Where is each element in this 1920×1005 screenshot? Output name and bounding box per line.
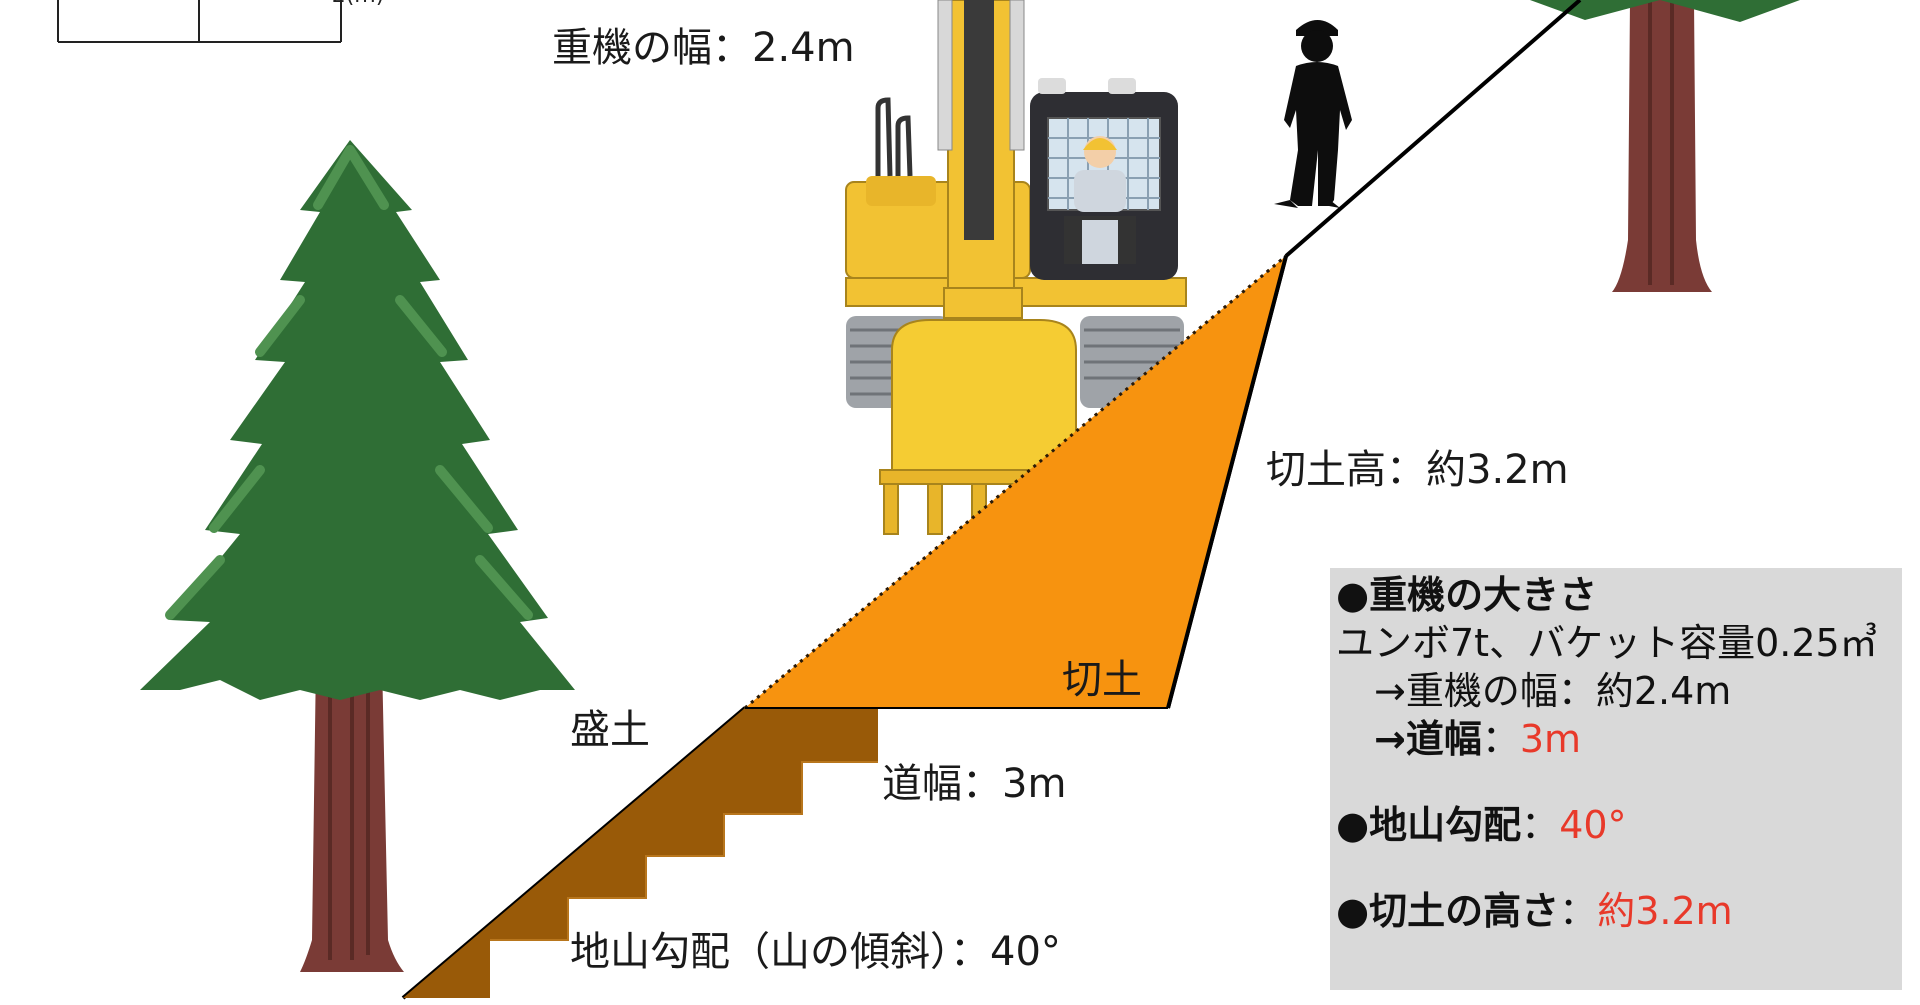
ground-line-upper <box>1284 0 1582 258</box>
info-spacer <box>1336 854 1902 892</box>
info-slope-sep: ： <box>1521 803 1560 847</box>
cut-face-line-overlay <box>1166 255 1288 709</box>
original-ground-dotted-overlay <box>744 254 1287 710</box>
fill-label: 盛土 <box>570 707 650 753</box>
operator-icon <box>1064 136 1136 264</box>
fill-steps-highlight <box>490 761 878 941</box>
info-spacer <box>1336 768 1902 806</box>
info-cut-height-value: 約3.2m <box>1597 889 1733 933</box>
scale-tick-0: 0 <box>51 0 65 4</box>
info-road-width: →道幅：3m <box>1336 720 1902 768</box>
cedar-tree-icon <box>140 140 575 972</box>
info-machine-width-value: 約2.4m <box>1595 669 1732 713</box>
excavator-icon <box>845 0 1187 535</box>
info-slope-label: ●地山勾配 <box>1336 803 1522 847</box>
info-road-width-sep: ： <box>1481 717 1520 761</box>
cedar-tree-icon <box>1530 0 1800 292</box>
info-machine-spec: ユンボ7t、バケット容量0.25㎥ <box>1336 621 1878 665</box>
info-cut-height-sep: ： <box>1559 889 1598 933</box>
info-cut-height: ●切土の高さ：約3.2m <box>1336 892 1902 940</box>
scale-bar <box>57 0 342 43</box>
info-heading-machine: ●重機の大きさ <box>1336 573 1598 617</box>
cut-height-label: 切土高：約3.2m <box>1266 447 1569 493</box>
info-machine-width-label: →重機の幅： <box>1374 669 1596 713</box>
worker-silhouette-icon <box>1274 20 1352 208</box>
road-width-label: 道幅：3m <box>882 761 1067 807</box>
machine-width-label: 重機の幅：2.4m <box>552 25 855 71</box>
fill-soil-area <box>403 708 878 998</box>
slope-label: 地山勾配（山の傾斜）：40° <box>570 929 1061 975</box>
info-road-width-value: 3m <box>1519 717 1582 761</box>
info-machine-width: →重機の幅：約2.4m <box>1336 672 1902 720</box>
info-cut-height-label: ●切土の高さ <box>1336 889 1560 933</box>
info-slope: ●地山勾配：40° <box>1336 806 1902 854</box>
cut-label: 切土 <box>1062 657 1142 703</box>
scale-tick-2: 2(m) <box>332 0 385 8</box>
scale-tick-1: 1 <box>192 0 206 4</box>
info-slope-value: 40° <box>1559 803 1627 847</box>
info-box: ●重機の大きさ ユンボ7t、バケット容量0.25㎥ →重機の幅：約2.4m →道… <box>1330 568 1902 990</box>
info-road-width-label: →道幅 <box>1374 717 1482 761</box>
